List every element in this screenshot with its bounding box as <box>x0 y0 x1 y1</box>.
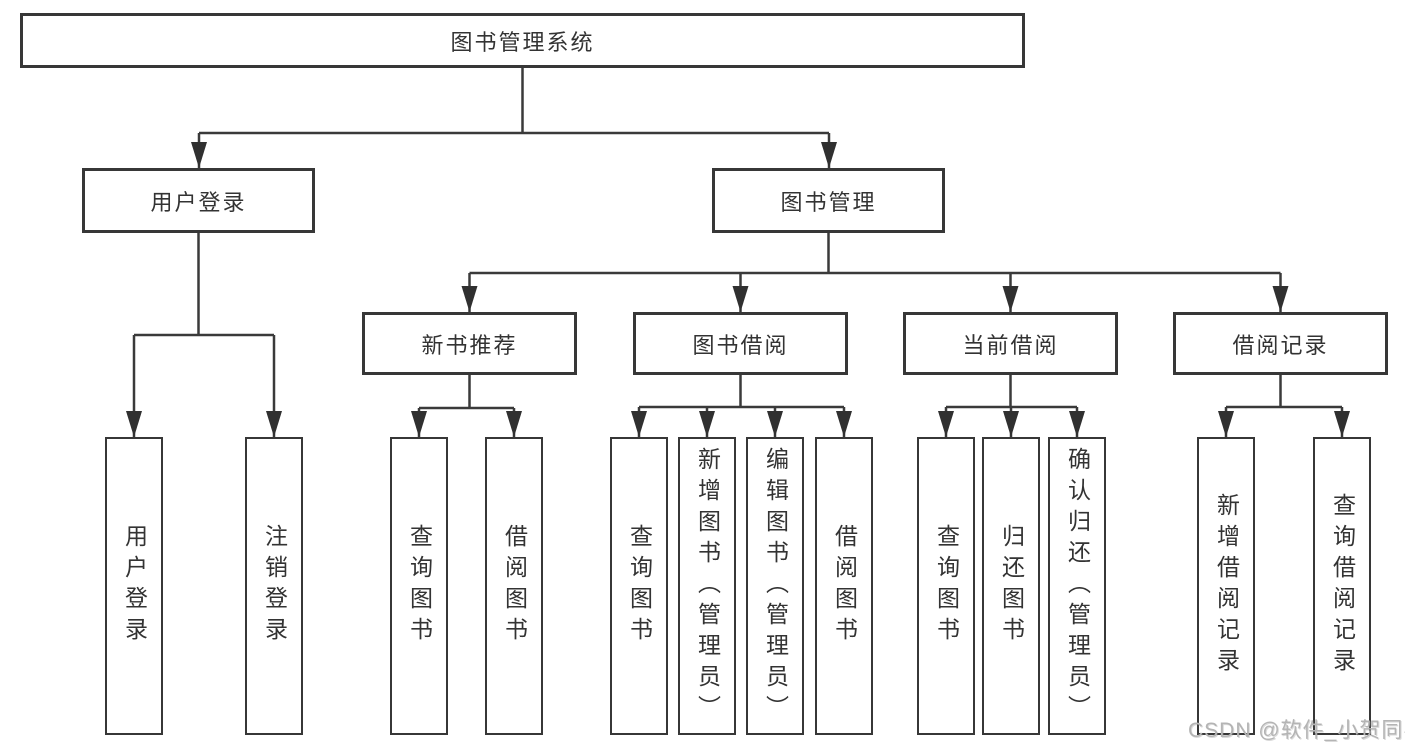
node-book-borrowing: 图书借阅 <box>633 312 848 375</box>
leaf-bb-query-book: 查询图书 <box>610 437 668 735</box>
leaf-logout: 注销登录 <box>245 437 303 735</box>
leaf-cb-return-book: 归还图书 <box>982 437 1040 735</box>
leaf-br-query-record: 查询借阅记录 <box>1313 437 1371 735</box>
leaf-cb-confirm-return-admin: 确认归还（管理员） <box>1048 437 1106 735</box>
leaf-cb-query-book: 查询图书 <box>917 437 975 735</box>
leaf-bb-borrow-book: 借阅图书 <box>815 437 873 735</box>
leaf-user-login: 用户登录 <box>105 437 163 735</box>
csdn-watermark: CSDN @软件_小贺同学 <box>1188 719 1405 742</box>
leaf-rec-query-book: 查询图书 <box>390 437 448 735</box>
leaf-bb-edit-book-admin: 编辑图书（管理员） <box>746 437 804 735</box>
leaf-bb-add-book-admin: 新增图书（管理员） <box>678 437 736 735</box>
node-library-management-system: 图书管理系统 <box>20 13 1025 68</box>
node-new-book-recommendation: 新书推荐 <box>362 312 577 375</box>
leaf-rec-borrow-book: 借阅图书 <box>485 437 543 735</box>
leaf-br-add-record: 新增借阅记录 <box>1197 437 1255 735</box>
node-borrowing-records: 借阅记录 <box>1173 312 1388 375</box>
node-current-borrowing: 当前借阅 <box>903 312 1118 375</box>
node-user-login: 用户登录 <box>82 168 315 233</box>
node-book-management: 图书管理 <box>712 168 945 233</box>
